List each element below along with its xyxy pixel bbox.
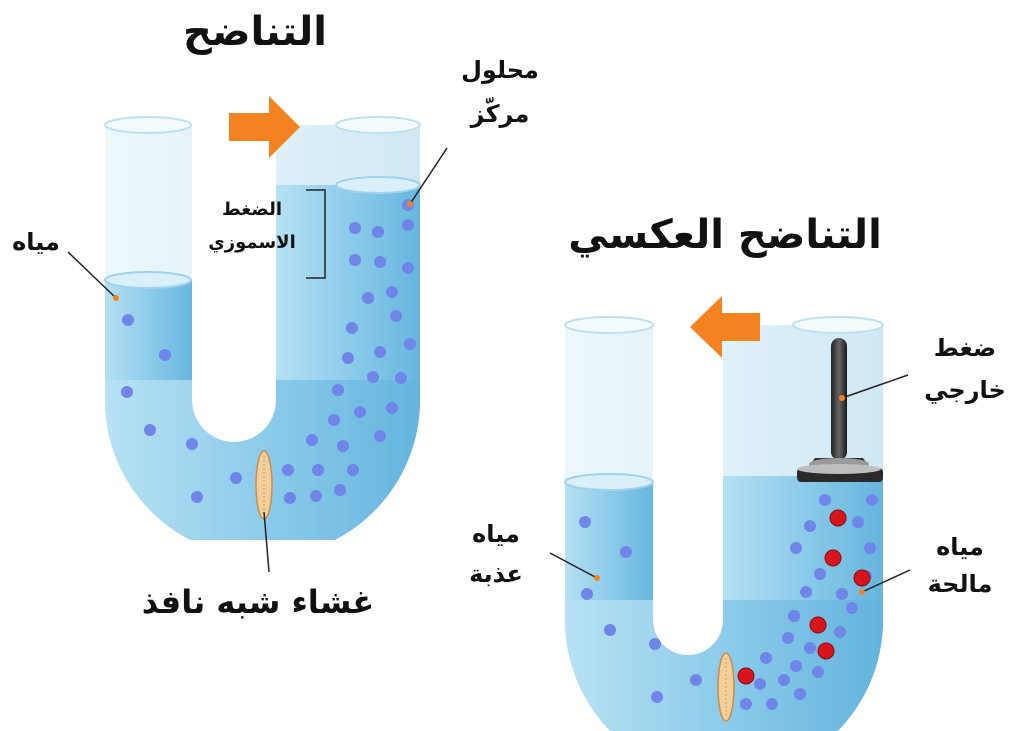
water-label: مياه	[12, 228, 60, 256]
external-pressure-label-2: خارجي	[924, 376, 1006, 404]
arrow-right-icon	[229, 96, 300, 158]
water-surface-left	[104, 271, 192, 289]
osmosis-title: التناضح	[183, 9, 327, 55]
osmotic-pressure-bracket	[306, 189, 326, 279]
concentrated-solution-label-1: محلول	[461, 56, 539, 84]
fresh-water-label-2: عذبة	[469, 560, 523, 588]
salt-water-label-2: مالحة	[928, 570, 993, 598]
fresh-water-label-1: مياه	[472, 520, 520, 548]
fresh-water-surface	[564, 473, 654, 491]
reverse-osmosis-title: التناضح العكسي	[568, 212, 882, 258]
membrane-label: غشاء شبه نافذ	[142, 583, 374, 621]
water-surface-right	[335, 176, 421, 194]
salt-particles	[737, 509, 871, 685]
arrow-left-icon	[690, 296, 760, 358]
salt-water-label-1: مياه	[936, 533, 984, 561]
salt-water-particles	[740, 494, 878, 710]
osmotic-pressure-label-2: الاسموزي	[208, 232, 296, 253]
piston-rod	[831, 338, 847, 460]
fresh-water-particles	[579, 516, 702, 703]
osmotic-pressure-label-1: الضغط	[222, 199, 282, 220]
osmosis-panel: التناضح	[12, 9, 539, 621]
solution-particles-right	[282, 199, 416, 504]
external-pressure-label-1: ضغط	[934, 334, 996, 362]
concentrated-solution-label-2: مركّز	[470, 97, 530, 128]
reverse-osmosis-panel: التناضح العكسي	[469, 212, 1006, 731]
piston	[797, 338, 883, 482]
water-particles-left	[121, 314, 242, 503]
